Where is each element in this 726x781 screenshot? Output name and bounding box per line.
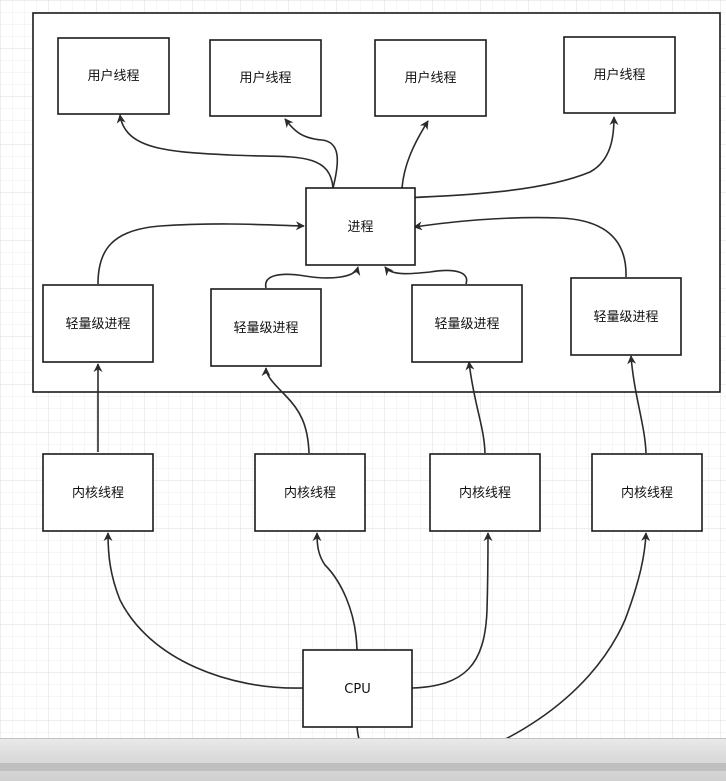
scroll-track[interactable]	[0, 763, 726, 771]
node-label: 用户线程	[593, 67, 645, 83]
node-lwp-3[interactable]: 轻量级进程	[411, 284, 523, 363]
node-user-thread-1[interactable]: 用户线程	[57, 37, 170, 115]
edge-l2-proc[interactable]	[264, 266, 361, 289]
node-label: 内核线程	[72, 485, 124, 501]
edge-cpu-k2[interactable]	[312, 532, 358, 651]
node-kernel-thread-4[interactable]: 内核线程	[591, 453, 703, 532]
node-label: CPU	[344, 682, 370, 697]
node-cpu[interactable]: CPU	[302, 649, 413, 728]
node-label: 轻量级进程	[434, 317, 499, 332]
node-label: 进程	[347, 220, 373, 235]
node-user-thread-4[interactable]: 用户线程	[563, 36, 676, 114]
edge-l4-proc[interactable]	[413, 216, 627, 278]
node-user-thread-2[interactable]: 用户线程	[209, 39, 322, 117]
edge-proc-u1[interactable]	[116, 114, 334, 189]
node-label: 用户线程	[87, 68, 139, 84]
node-label: 内核线程	[459, 485, 511, 501]
bottom-scroll-bar[interactable]	[0, 738, 726, 781]
edge-l3-proc[interactable]	[384, 266, 468, 285]
edge-k4-l4[interactable]	[627, 355, 647, 454]
node-user-thread-3[interactable]: 用户线程	[374, 39, 487, 117]
node-label: 轻量级进程	[233, 321, 298, 336]
edge-k2-l2[interactable]	[261, 367, 310, 454]
node-kernel-thread-2[interactable]: 内核线程	[254, 453, 366, 532]
node-label: 轻量级进程	[65, 317, 130, 332]
edge-cpu-k3[interactable]	[411, 532, 493, 689]
node-lwp-4[interactable]: 轻量级进程	[570, 277, 682, 356]
node-kernel-thread-1[interactable]: 内核线程	[42, 453, 154, 532]
edges-layer	[93, 114, 651, 774]
edge-proc-u4[interactable]	[401, 116, 619, 199]
edge-cpu-k1[interactable]	[103, 532, 304, 689]
edge-proc-u2[interactable]	[284, 118, 339, 189]
edge-proc-u3[interactable]	[401, 120, 429, 189]
node-label: 内核线程	[284, 485, 336, 501]
node-process[interactable]: 进程	[305, 187, 416, 266]
node-label: 用户线程	[404, 70, 456, 86]
edge-k3-l3[interactable]	[465, 361, 486, 454]
edge-l1-proc[interactable]	[97, 221, 305, 285]
node-kernel-thread-3[interactable]: 内核线程	[429, 453, 541, 532]
nodes-layer: 用户线程 用户线程 用户线程 用户线程 进程 轻量级进程 轻量级进程	[42, 36, 703, 728]
node-label: 内核线程	[621, 485, 673, 501]
node-label: 轻量级进程	[593, 310, 658, 325]
node-lwp-1[interactable]: 轻量级进程	[42, 284, 154, 363]
node-label: 用户线程	[239, 70, 291, 86]
node-lwp-2[interactable]: 轻量级进程	[210, 288, 322, 367]
